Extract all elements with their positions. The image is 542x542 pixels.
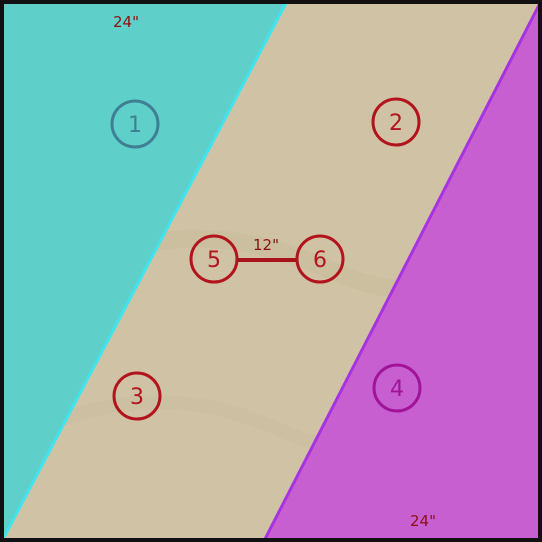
- region-1-marker: 1: [110, 99, 160, 149]
- point-5-label: 5: [207, 248, 221, 273]
- region-2-marker: 2: [371, 97, 421, 147]
- region-1-edge: [1, 2, 288, 540]
- bottom-measurement-label: 24": [410, 512, 436, 530]
- top-measurement-label: 24": [113, 13, 139, 31]
- region-3-label: 3: [130, 385, 144, 410]
- point-6-marker: 6: [295, 234, 345, 284]
- region-4-label: 4: [390, 377, 404, 402]
- point-5-marker: 5: [189, 234, 239, 284]
- point-6-label: 6: [313, 248, 327, 273]
- region-4-edge: [263, 4, 541, 540]
- region-2-label: 2: [389, 111, 403, 136]
- region-3-marker: 3: [112, 371, 162, 421]
- connector-measurement-label: 12": [253, 236, 279, 254]
- region-4-marker: 4: [372, 363, 422, 413]
- region-1-label: 1: [128, 113, 142, 138]
